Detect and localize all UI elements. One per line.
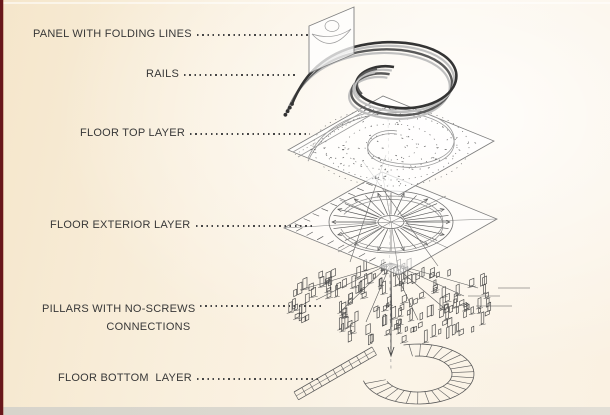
label-text-block-pillars: PILLARS WITH NO-SCREWS CONNECTIONS — [42, 299, 195, 335]
leader-dots-pillars — [200, 304, 322, 307]
leader-dots-floor-exterior — [195, 224, 312, 227]
label-text-pillars-line2: CONNECTIONS — [106, 321, 191, 333]
floor-top-drawing — [287, 95, 495, 196]
label-text-floor-top: FLOOR TOP LAYER — [80, 127, 186, 139]
label-row-floor-bottom: FLOOR BOTTOM LAYER — [58, 372, 322, 385]
floor-bottom-drawing — [293, 343, 475, 405]
pillars-drawing — [286, 257, 530, 346]
top-highlight-line — [3, 2, 610, 4]
connection-lines — [299, 262, 479, 358]
label-text-panel: PANEL WITH FOLDING LINES — [33, 28, 192, 40]
label-text-floor-bottom: FLOOR BOTTOM LAYER — [58, 372, 192, 384]
label-text-rails: RAILS — [146, 68, 180, 80]
label-text-floor-exterior: FLOOR EXTERIOR LAYER — [50, 219, 191, 231]
leader-dots-rails — [184, 73, 298, 76]
label-text-pillars-line1: PILLARS WITH NO-SCREWS — [42, 303, 196, 315]
label-row-floor-exterior: FLOOR EXTERIOR LAYER — [50, 219, 312, 232]
leader-dots-panel — [196, 33, 308, 36]
label-row-rails: RAILS — [146, 68, 298, 81]
label-row-floor-top: FLOOR TOP LAYER — [80, 127, 310, 140]
label-row-pillars: PILLARS WITH NO-SCREWS CONNECTIONS — [42, 299, 322, 335]
leader-dots-floor-top — [190, 132, 310, 135]
panel-drawing — [308, 6, 355, 74]
label-row-panel: PANEL WITH FOLDING LINES — [33, 28, 308, 41]
leader-dots-floor-bottom — [196, 377, 322, 380]
left-page-edge — [0, 0, 3, 415]
floor-exterior-drawing — [283, 171, 498, 276]
bottom-page-strip — [3, 407, 610, 415]
